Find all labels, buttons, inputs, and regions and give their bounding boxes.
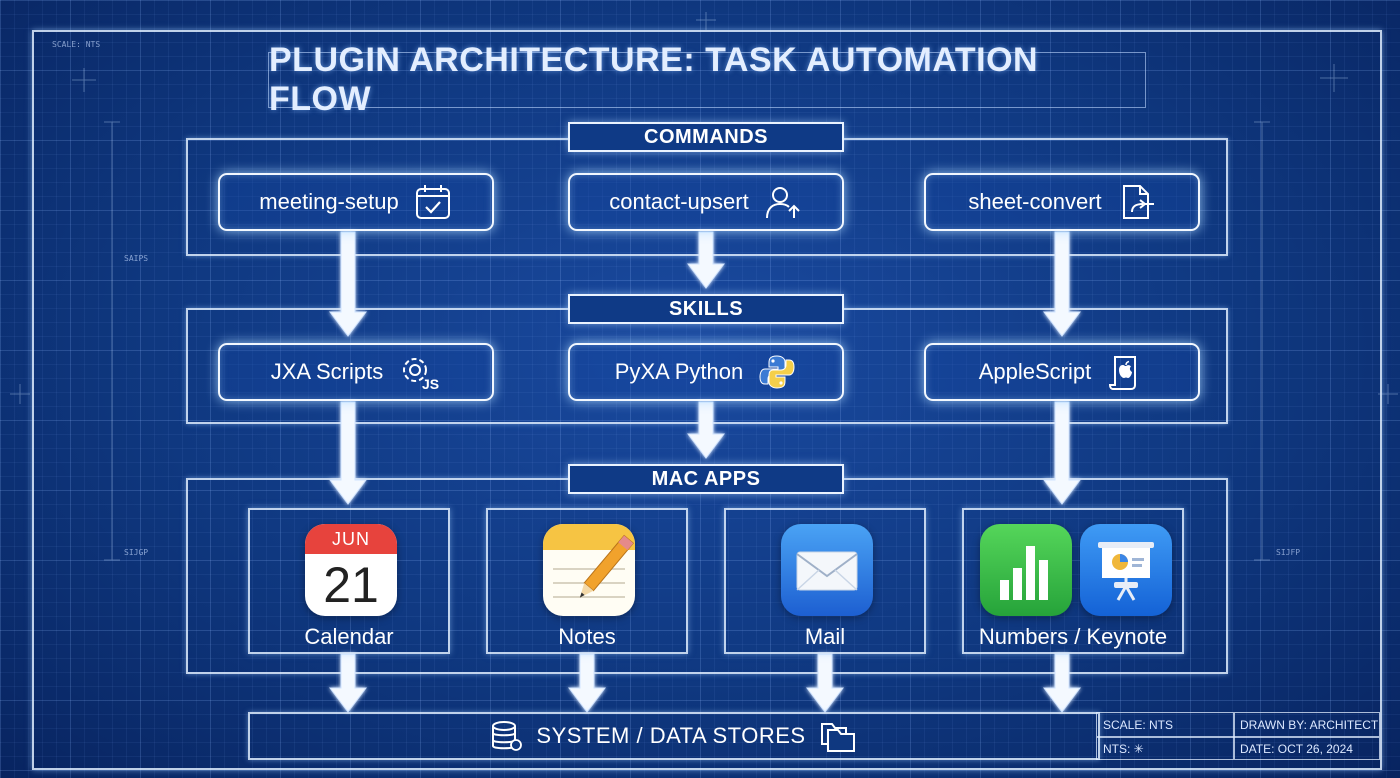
title-box: PLUGIN ARCHITECTURE: TASK AUTOMATION FLO… <box>268 41 1146 118</box>
margin-note-right: SIJFP <box>1276 548 1301 557</box>
calendar-app-icon: JUN 21 <box>305 524 397 616</box>
command-meeting-setup[interactable]: meeting-setup <box>218 173 494 231</box>
margin-note-left-bottom: SIJGP <box>124 548 149 557</box>
crosshair-top-right <box>1320 64 1348 92</box>
app-notes[interactable]: Notes <box>486 508 688 654</box>
app-label: Numbers / Keynote <box>978 624 1168 649</box>
title-block-drawn-by: DRAWN BY: ARCHITECT <box>1240 718 1379 732</box>
drawing-frame <box>32 30 1382 770</box>
mail-app-icon <box>781 524 873 616</box>
title-block-scale: SCALE: NTS <box>1103 718 1174 732</box>
calendar-day: 21 <box>323 557 379 613</box>
commands-label: COMMANDS <box>568 122 844 152</box>
database-icon <box>492 721 523 751</box>
arrow-jxa-to-calendar <box>329 401 367 505</box>
pencil-icon <box>579 534 635 598</box>
crosshair-left <box>10 384 30 404</box>
corner-note: SCALE: NTS <box>52 40 101 49</box>
data-stores-label: SYSTEM / DATA STORES <box>536 723 806 748</box>
calendar-month: JUN <box>305 524 397 554</box>
skill-pyxa-python[interactable]: PyXA Python <box>568 343 844 401</box>
skill-label: JXA Scripts <box>270 359 384 384</box>
command-label: meeting-setup <box>259 189 399 214</box>
title-block-date: DATE: OCT 26, 2024 <box>1240 742 1353 756</box>
arrow-pyxa-to-apps <box>687 401 725 459</box>
arrow-meeting-setup-to-jxa <box>329 231 367 337</box>
app-mail[interactable]: Mail <box>724 508 926 654</box>
folders-icon <box>820 723 855 752</box>
right-dimension-line <box>1254 121 1270 561</box>
arrow-calendar-to-data-stores <box>329 653 367 713</box>
python-icon <box>759 355 795 389</box>
skill-label: PyXA Python <box>614 359 744 384</box>
command-label: sheet-convert <box>968 189 1102 214</box>
arrow-sheet-convert-to-applescript <box>1043 231 1081 337</box>
crosshair-top-center <box>696 12 716 30</box>
app-numbers-keynote[interactable]: Numbers / Keynote <box>962 508 1184 654</box>
file-export-icon <box>1122 185 1154 219</box>
margin-note-left-top: SAIPS <box>124 254 149 263</box>
crosshair-top-left <box>72 68 96 92</box>
command-sheet-convert[interactable]: sheet-convert <box>924 173 1200 231</box>
svg-text:JS: JS <box>422 376 439 392</box>
title-block: SCALE: NTS DRAWN BY: ARCHITECT NTS: ✳ DA… <box>1096 712 1380 760</box>
user-add-icon <box>765 187 800 219</box>
skills-label: SKILLS <box>568 294 844 324</box>
app-label: Calendar <box>304 624 394 649</box>
mac-apps-label: MAC APPS <box>568 464 844 494</box>
command-label: contact-upsert <box>609 189 749 214</box>
bar-chart-icon <box>1000 546 1048 600</box>
notes-app-icon <box>543 524 635 616</box>
calendar-check-icon <box>415 185 450 219</box>
arrow-numbers-keynote-to-data-stores <box>1043 653 1081 713</box>
app-label: Mail <box>804 624 846 649</box>
envelope-icon <box>796 551 858 591</box>
applescript-scroll-icon <box>1109 356 1137 390</box>
keynote-app-icon <box>1080 524 1172 616</box>
diagram-title: PLUGIN ARCHITECTURE: TASK AUTOMATION FLO… <box>269 41 1039 118</box>
skill-jxa-scripts[interactable]: JXA Scripts JS <box>218 343 494 401</box>
app-label: Notes <box>558 624 616 649</box>
arrow-mail-to-data-stores <box>806 653 844 713</box>
gear-js-icon: JS <box>403 358 439 392</box>
arrow-contact-upsert-to-pyxa <box>687 231 725 289</box>
podium-icon <box>1098 542 1154 601</box>
left-dimension-line <box>104 121 120 561</box>
command-contact-upsert[interactable]: contact-upsert <box>568 173 844 231</box>
skill-applescript[interactable]: AppleScript <box>924 343 1200 401</box>
arrow-applescript-to-numbers-keynote <box>1043 401 1081 505</box>
arrow-notes-to-data-stores <box>568 653 606 713</box>
title-block-nts: NTS: ✳ <box>1103 742 1144 756</box>
skill-label: AppleScript <box>978 359 1092 384</box>
data-stores-bar[interactable]: SYSTEM / DATA STORES <box>248 712 1100 760</box>
app-calendar[interactable]: JUN 21 Calendar <box>248 508 450 654</box>
numbers-app-icon <box>980 524 1072 616</box>
crosshair-right <box>1378 384 1398 404</box>
